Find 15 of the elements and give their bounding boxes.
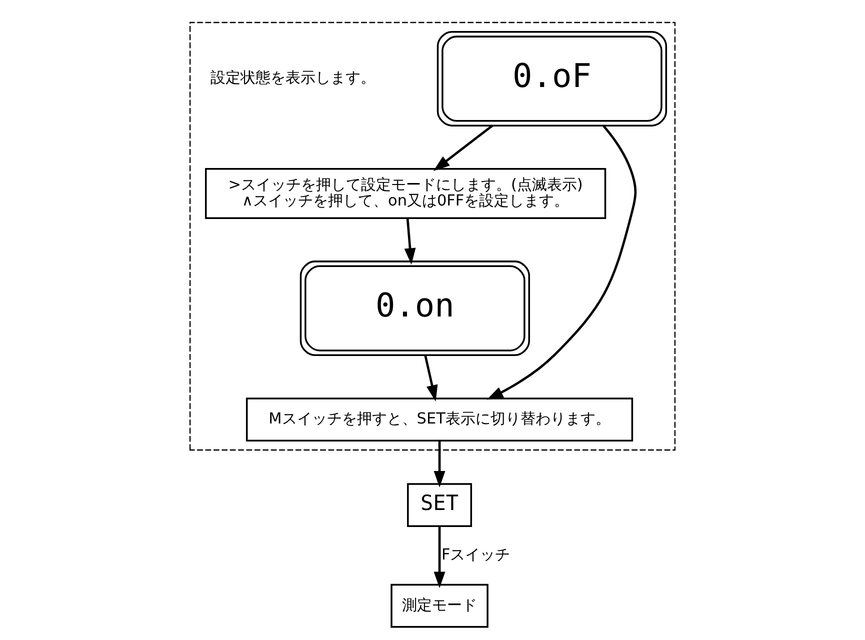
arrow (433, 124, 494, 171)
edge-label: Fスイッチ (441, 545, 510, 564)
node-box: SET (407, 483, 472, 528)
node-box: 0.oF (436, 31, 668, 126)
node-box: Mスイッチを押すと、SET表示に切り替わります。 (246, 398, 634, 442)
node-box: 0.on (300, 260, 530, 356)
arrow (404, 218, 416, 265)
arrow (434, 526, 446, 588)
label: 設定状態を表示します。 (210, 68, 376, 87)
arrow (434, 440, 446, 488)
arrow (486, 125, 637, 400)
arrow (424, 355, 438, 402)
node-box: >スイッチを押して設定モードにします。(点滅表示) ∧スイッチを押して、on又は0FFを設定します。 (204, 168, 606, 219)
node-box: 測定モード (390, 584, 488, 628)
cluster (189, 22, 676, 451)
